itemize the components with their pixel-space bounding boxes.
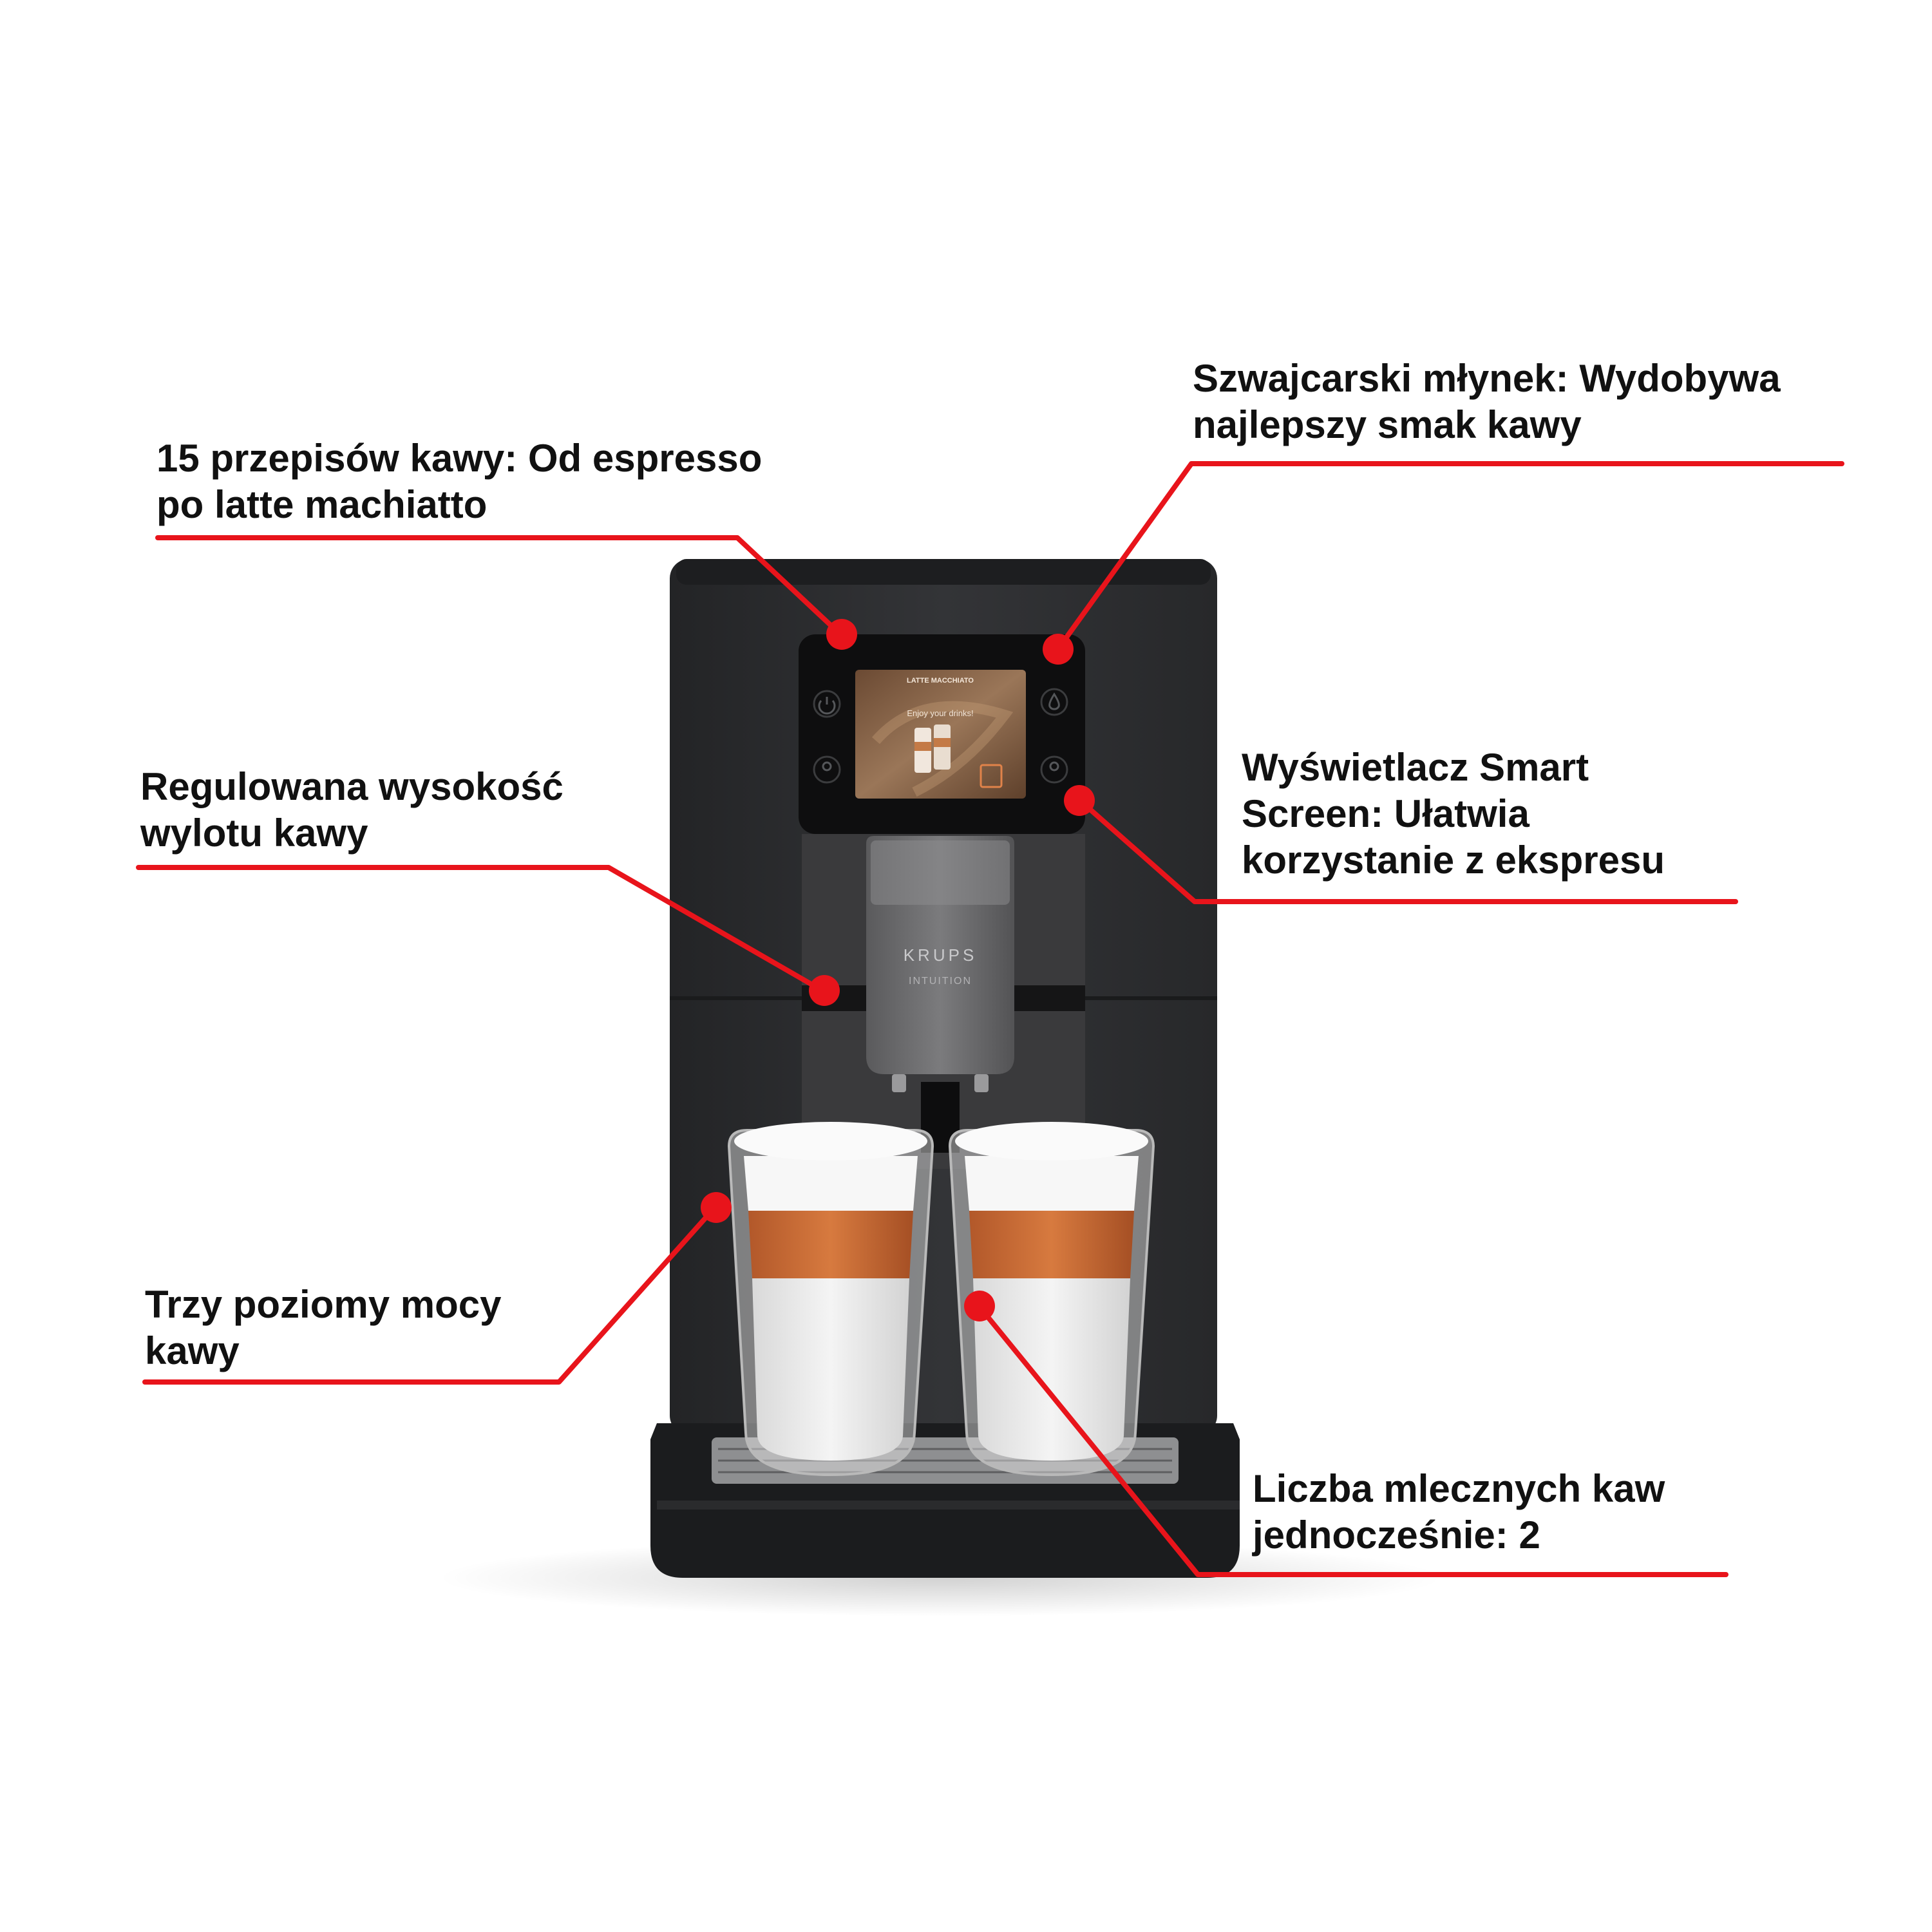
callout-recipes-line-1: 15 przepisów kawy: Od espresso	[156, 437, 762, 480]
latte-glass-left	[727, 1122, 934, 1477]
callout-dot-smart-screen	[1064, 785, 1095, 816]
profile-button[interactable]	[980, 764, 1003, 788]
callout-spout-height-line-2: wylotu kawy	[140, 811, 368, 855]
latte-glass-right	[948, 1122, 1155, 1477]
callout-smart-screen-line-3: korzystanie z ekspresu	[1242, 838, 1665, 882]
model-name: INTUITION	[909, 976, 972, 987]
callout-dot-strength	[701, 1192, 732, 1223]
callout-two-milk-drinks-line-2: jednocześnie: 2	[1253, 1513, 1540, 1557]
callout-dot-spout-height	[809, 975, 840, 1006]
callout-line-smart-screen	[1077, 798, 1738, 904]
coffee-machine: LATTE MACCHIATO Enjoy your drinks! KRUPS…	[650, 559, 1240, 1578]
callout-line-grinder	[1057, 461, 1844, 650]
callout-line-spout-height	[136, 865, 824, 992]
machine-top-lid	[676, 559, 1211, 585]
user-icon[interactable]	[1040, 755, 1068, 784]
callout-smart-screen-line-1: Wyświetlacz Smart	[1242, 746, 1589, 789]
callout-line-recipes	[155, 535, 843, 637]
brand-logo: KRUPS	[904, 945, 978, 965]
callout-strength: Trzy poziomy mocy kawy	[145, 1282, 501, 1374]
callout-dots	[701, 619, 1095, 1321]
callout-dot-grinder	[1043, 634, 1074, 665]
screen-message: Enjoy your drinks!	[907, 708, 973, 718]
callout-recipes-line-2: po latte machiatto	[156, 483, 488, 526]
callout-strength-line-2: kawy	[145, 1329, 240, 1372]
callout-smart-screen-line-2: Screen: Ułatwia	[1242, 792, 1530, 835]
callout-grinder-line-1: Szwajcarski młynek: Wydobywa	[1193, 357, 1781, 400]
callout-two-milk-drinks: Liczba mlecznych kaw jednocześnie: 2	[1253, 1466, 1665, 1558]
callout-dot-recipes	[826, 619, 857, 650]
profile-icon[interactable]	[813, 755, 841, 784]
callout-smart-screen: Wyświetlacz Smart Screen: Ułatwia korzys…	[1242, 744, 1665, 884]
callout-dot-two-milk-drinks	[964, 1291, 995, 1321]
callout-spout-height: Regulowana wysokość wylotu kawy	[140, 764, 564, 857]
callout-grinder-line-2: najlepszy smak kawy	[1193, 403, 1582, 446]
callout-two-milk-drinks-line-1: Liczba mlecznych kaw	[1253, 1467, 1665, 1510]
water-drop-icon[interactable]	[1040, 688, 1068, 716]
callout-line-strength	[142, 1205, 717, 1385]
callout-grinder: Szwajcarski młynek: Wydobywa najlepszy s…	[1193, 355, 1781, 448]
screen-title: LATTE MACCHIATO	[907, 677, 974, 685]
callout-lines	[136, 461, 1844, 1577]
callout-strength-line-1: Trzy poziomy mocy	[145, 1283, 502, 1326]
callout-line-two-milk-drinks	[976, 1303, 1728, 1577]
callout-recipes: 15 przepisów kawy: Od espresso po latte …	[156, 435, 762, 528]
power-icon[interactable]	[813, 690, 841, 718]
callout-spout-height-line-1: Regulowana wysokość	[140, 765, 564, 808]
